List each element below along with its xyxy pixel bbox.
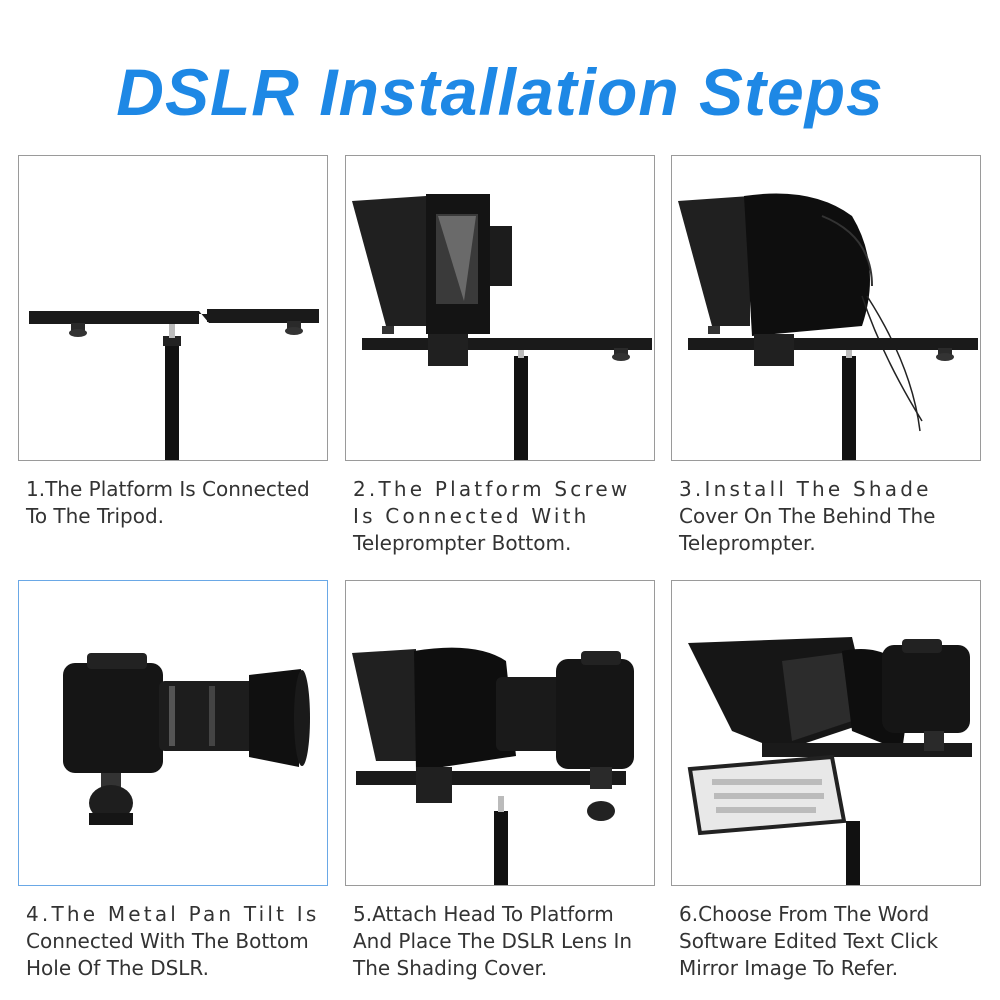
caption-line: Teleprompter Bottom. bbox=[353, 531, 572, 555]
step-5-photo bbox=[345, 580, 655, 886]
step-4-caption: 4.The Metal Pan Tilt Is Connected With T… bbox=[26, 901, 326, 982]
caption-line: Is Connected With bbox=[353, 504, 590, 528]
caption-line: Mirror Image To Refer. bbox=[679, 956, 899, 980]
caption-line: Hole Of The DSLR. bbox=[26, 956, 209, 980]
page-title: DSLR Installation Steps bbox=[116, 55, 884, 129]
caption-line: To The Tripod. bbox=[26, 504, 165, 528]
caption-line: 6.Choose From The Word bbox=[679, 902, 930, 926]
step-3-photo bbox=[671, 155, 981, 461]
caption-line: Software Edited Text Click bbox=[679, 929, 939, 953]
caption-line: 3.Install The Shade bbox=[679, 477, 932, 501]
caption-line: Cover On The Behind The bbox=[679, 504, 936, 528]
caption-line: Teleprompter. bbox=[679, 531, 816, 555]
step-3-caption: 3.Install The Shade Cover On The Behind … bbox=[679, 476, 979, 557]
caption-line: And Place The DSLR Lens In bbox=[353, 929, 633, 953]
caption-line: 4.The Metal Pan Tilt Is bbox=[26, 902, 320, 926]
step-6-caption: 6.Choose From The Word Software Edited T… bbox=[679, 901, 979, 982]
step-1-caption: 1.The Platform Is Connected To The Tripo… bbox=[26, 476, 326, 530]
step-5-caption: 5.Attach Head To Platform And Place The … bbox=[353, 901, 653, 982]
step-2-photo bbox=[345, 155, 655, 461]
caption-line: 1.The Platform Is Connected bbox=[26, 477, 310, 501]
step-1-photo bbox=[18, 155, 328, 461]
caption-line: 5.Attach Head To Platform bbox=[353, 902, 614, 926]
step-4-photo bbox=[18, 580, 328, 886]
caption-line: 2.The Platform Screw bbox=[353, 477, 631, 501]
caption-line: The Shading Cover. bbox=[353, 956, 548, 980]
step-6-photo bbox=[671, 580, 981, 886]
caption-line: Connected With The Bottom bbox=[26, 929, 309, 953]
step-2-caption: 2.The Platform Screw Is Connected With T… bbox=[353, 476, 653, 557]
